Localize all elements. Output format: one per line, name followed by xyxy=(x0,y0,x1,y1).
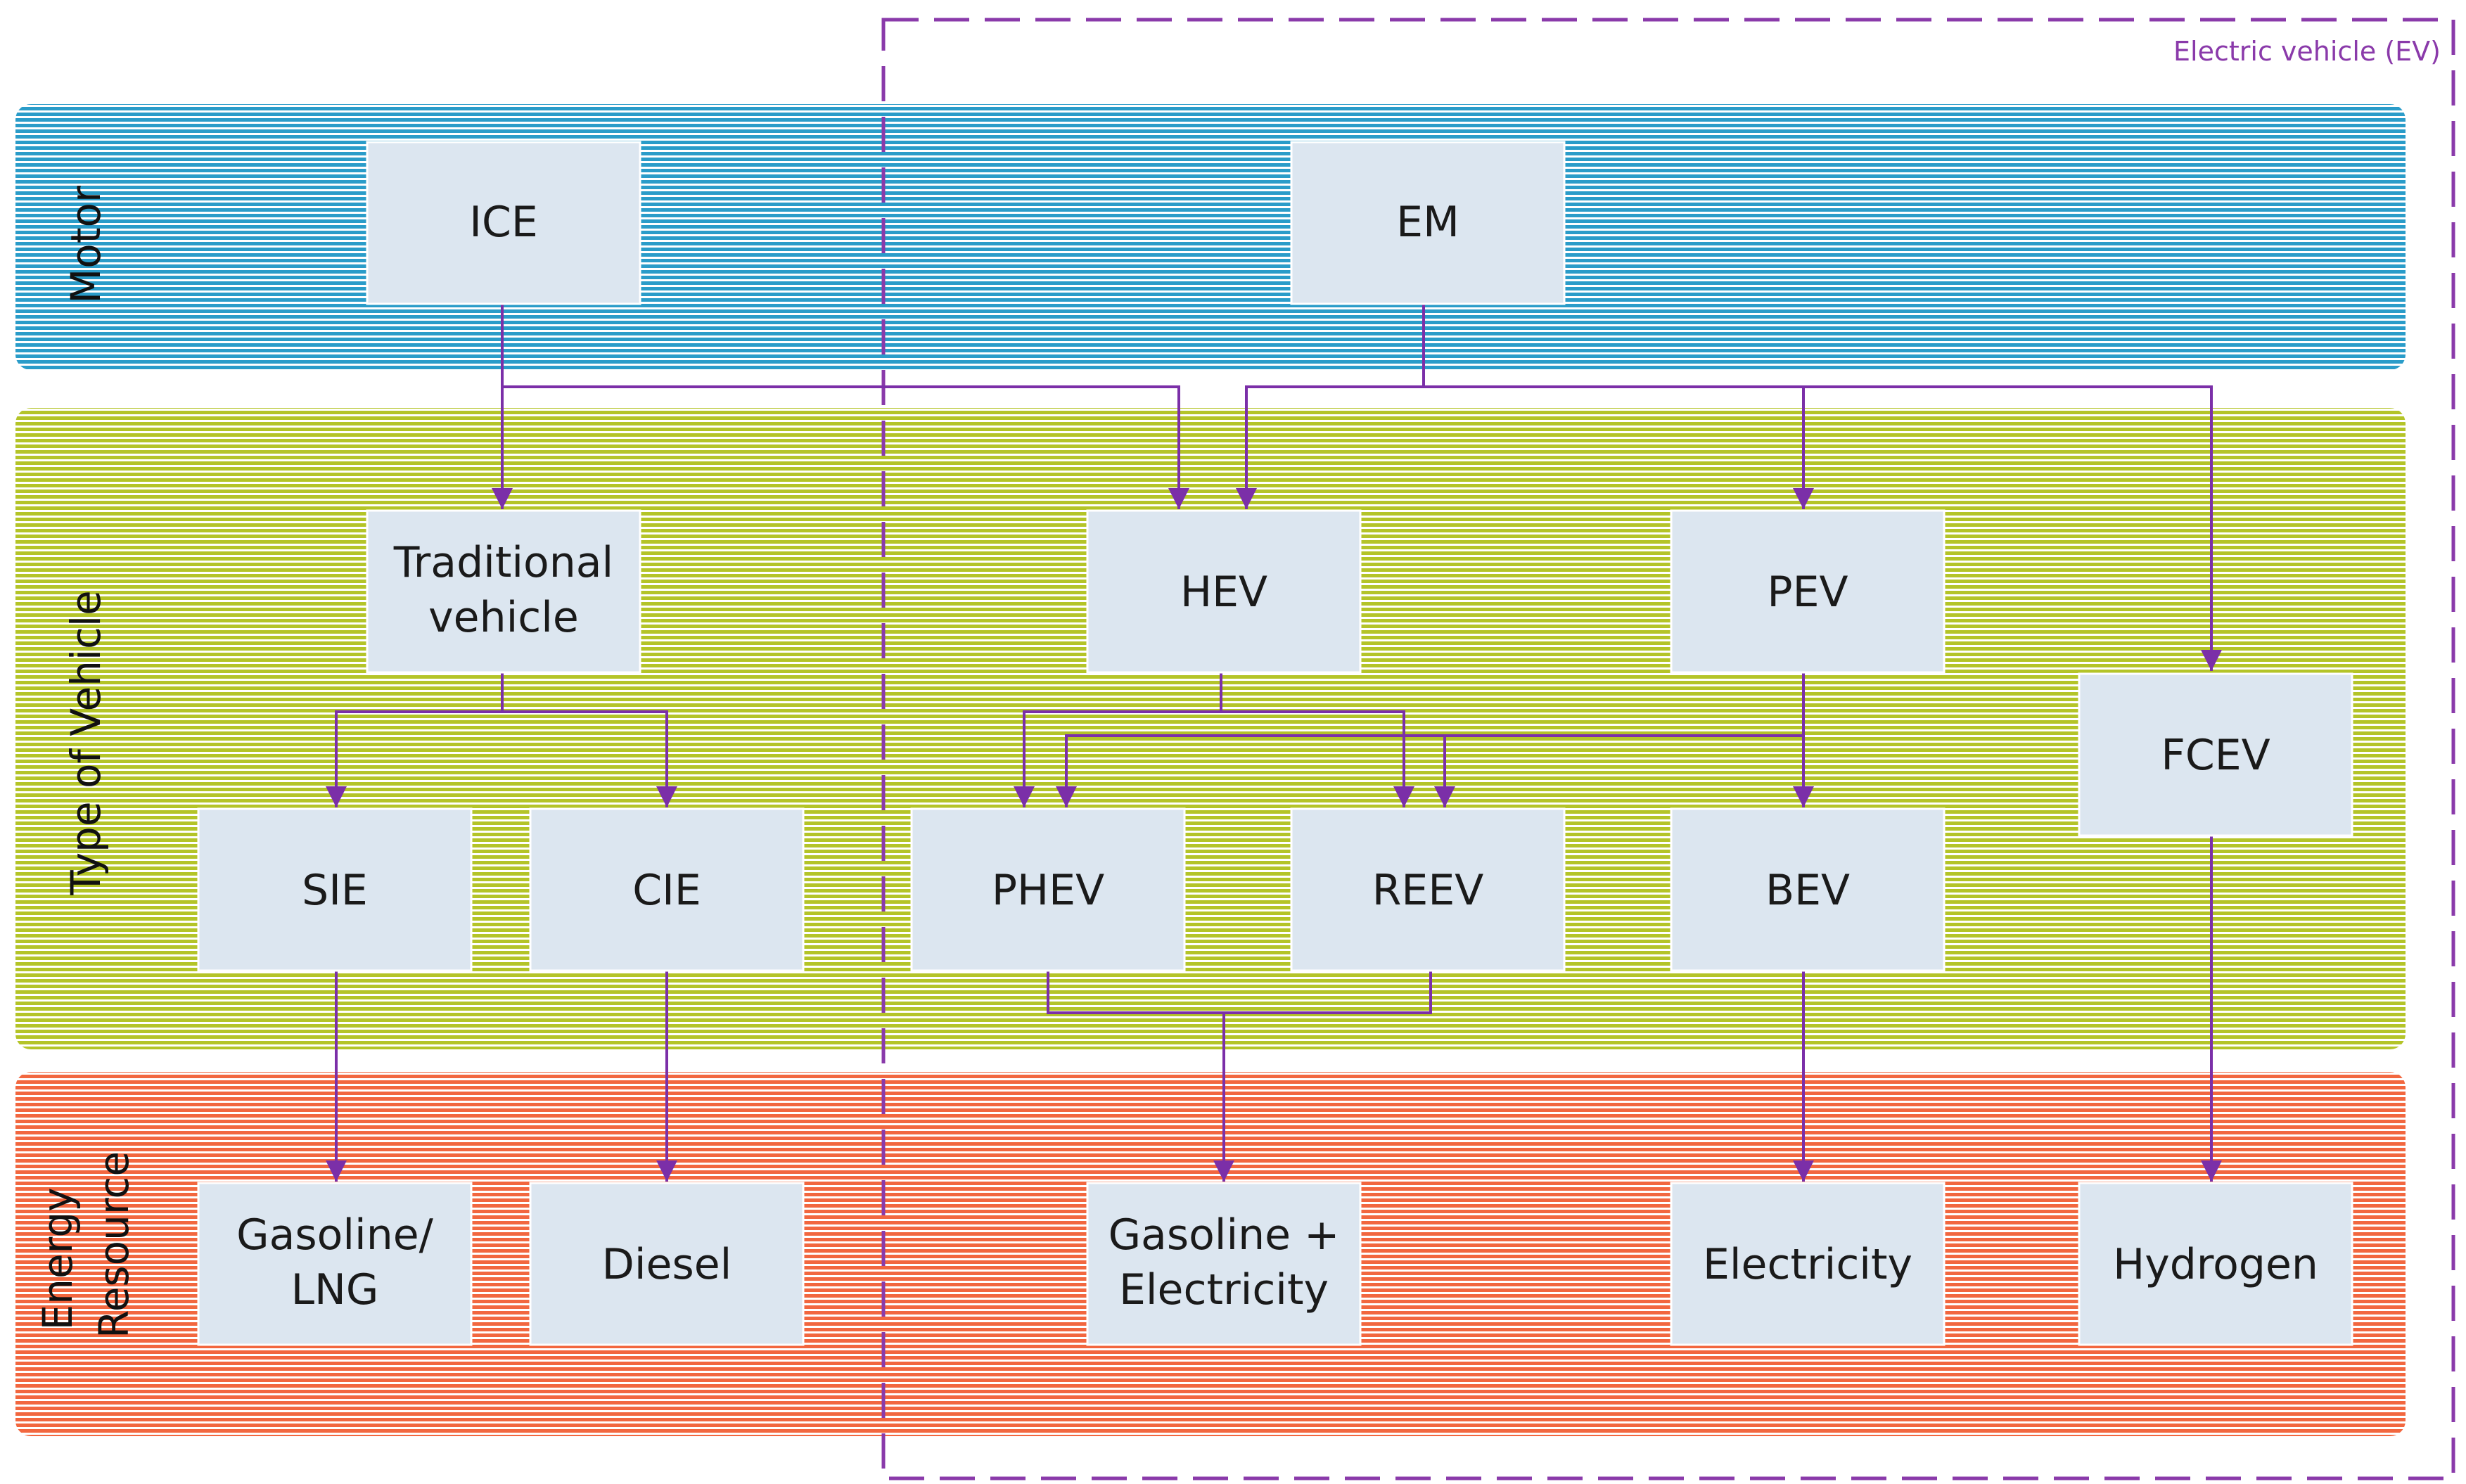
node-em: EM xyxy=(1290,141,1566,305)
svg-text:LNG: LNG xyxy=(291,1265,379,1315)
edge-traditional-sie xyxy=(326,672,504,807)
edge-hev-reev xyxy=(1221,710,1414,807)
node-bev: BEV xyxy=(1670,807,1946,972)
svg-text:Diesel: Diesel xyxy=(602,1240,732,1289)
edge-em-fcev xyxy=(1803,385,2222,671)
svg-text:Electricity: Electricity xyxy=(1703,1240,1912,1289)
node-gasoline-electricity: Gasoline + Electricity xyxy=(1086,1182,1362,1346)
svg-text:Hydrogen: Hydrogen xyxy=(2113,1240,2318,1289)
band-label-vehicle: Type of Vehicle xyxy=(62,590,110,895)
node-fcev: FCEV xyxy=(2078,672,2353,837)
svg-text:CIE: CIE xyxy=(632,866,701,915)
svg-text:EM: EM xyxy=(1396,198,1459,247)
node-phev: PHEV xyxy=(910,807,1186,972)
svg-text:ICE: ICE xyxy=(469,198,538,247)
node-electricity: Electricity xyxy=(1670,1182,1946,1346)
svg-text:SIE: SIE xyxy=(302,866,368,915)
svg-text:PHEV: PHEV xyxy=(992,866,1104,915)
svg-text:Traditional: Traditional xyxy=(393,538,613,587)
edge-traditional-cie xyxy=(502,710,677,807)
node-hydrogen: Hydrogen xyxy=(2078,1182,2353,1346)
svg-text:Gasoline +: Gasoline + xyxy=(1109,1210,1340,1260)
edge-hev-phev xyxy=(1014,672,1222,807)
edge-phev-reev-mixed xyxy=(1047,971,1432,1014)
node-cie: CIE xyxy=(529,807,805,972)
band-label-energy-line1: Energy xyxy=(34,1187,82,1330)
ev-region-label: Electric vehicle (EV) xyxy=(2173,36,2441,67)
ev-region-border xyxy=(881,18,2455,1480)
node-ice: ICE xyxy=(366,141,641,305)
band-label-motor: Motor xyxy=(62,186,110,304)
node-gasoline-lng: Gasoline/ LNG xyxy=(197,1182,473,1346)
svg-text:REEV: REEV xyxy=(1372,866,1484,915)
node-traditional-vehicle: Traditional vehicle xyxy=(366,509,641,674)
node-diesel: Diesel xyxy=(529,1182,805,1346)
node-sie: SIE xyxy=(197,807,473,972)
svg-text:vehicle: vehicle xyxy=(428,593,579,642)
edge-ice-hev xyxy=(502,385,1189,509)
node-hev: HEV xyxy=(1086,509,1362,674)
edge-pev-phev xyxy=(1056,734,1803,807)
band-label-energy-line2: Resource xyxy=(90,1151,138,1338)
svg-text:HEV: HEV xyxy=(1180,568,1267,617)
svg-text:Electricity: Electricity xyxy=(1119,1265,1329,1315)
edge-em-hev xyxy=(1236,304,1425,509)
svg-text:FCEV: FCEV xyxy=(2161,731,2270,780)
connectors xyxy=(326,304,2222,1182)
node-pev: PEV xyxy=(1670,509,1946,674)
svg-text:Gasoline/: Gasoline/ xyxy=(236,1210,434,1260)
svg-text:PEV: PEV xyxy=(1767,568,1848,617)
node-reev: REEV xyxy=(1290,807,1566,972)
svg-text:BEV: BEV xyxy=(1765,866,1850,915)
